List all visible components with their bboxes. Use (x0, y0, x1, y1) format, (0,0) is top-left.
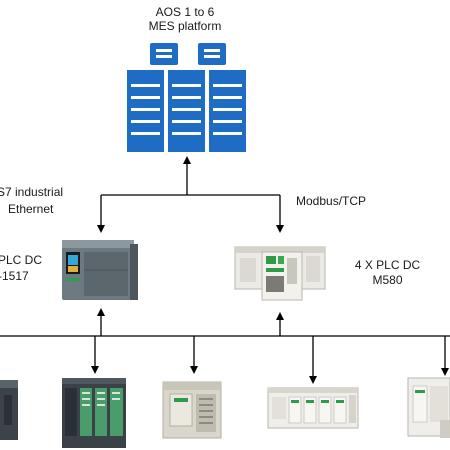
plc-left-label-line1: PLC DC (0, 253, 43, 267)
mes-server-icon (127, 43, 246, 152)
plc-module-left-icon (0, 380, 18, 440)
plc-s7-1517-icon (62, 240, 138, 300)
plc-m340-icon (267, 387, 359, 429)
connector-lines (0, 156, 450, 384)
plc-module-right-icon (407, 377, 450, 438)
modbus-label: Modbus/TCP (296, 194, 367, 208)
s7-label-line1: S7 industrial (0, 185, 64, 199)
plc-left-label-line2: -1517 (0, 269, 29, 283)
mes-title-line1: AOS 1 to 6 (155, 5, 215, 19)
plc-s7-300-icon (62, 378, 126, 448)
plc-m580-icon (234, 246, 326, 301)
plc-right-label-line1: 4 X PLC DC (354, 258, 421, 272)
mes-title-line2: MES platform (148, 19, 222, 33)
plc-premium-icon (162, 381, 222, 439)
plc-right-label-line2: M580 (372, 273, 403, 287)
s7-label-line2: Ethernet (8, 202, 54, 216)
